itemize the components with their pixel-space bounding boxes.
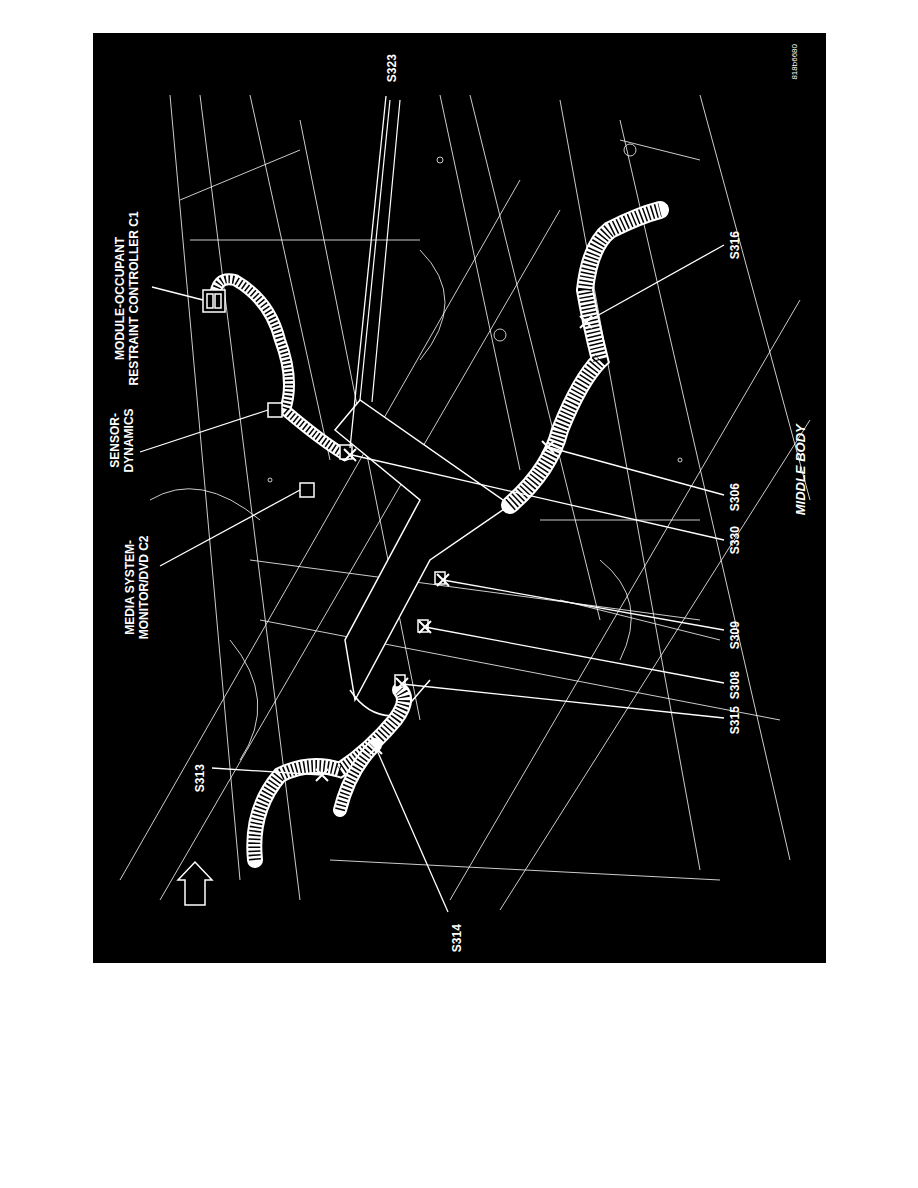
direction-arrow (178, 862, 212, 905)
diagram-caption: MIDDLE BODY (792, 425, 808, 516)
callout-label: MODULE-OCCUPANT RESTRAINT CONTROLLER C1 (113, 208, 142, 388)
wiring-harness (215, 210, 660, 860)
leader-line (140, 96, 724, 912)
floor-tunnel (335, 100, 510, 716)
callout-label: S306 (728, 483, 742, 511)
callout-label: 818b6680 (790, 44, 800, 80)
callout-label: S313 (193, 764, 207, 792)
floor-structure (120, 95, 810, 910)
callout-label: SENSOR- DYNAMICS (108, 400, 137, 480)
callout-label: MEDIA SYSTEM- MONITOR/DVD C2 (123, 525, 152, 650)
connector-symbol (203, 290, 445, 687)
splice-mark (316, 316, 592, 781)
callout-label: S308 (728, 671, 742, 699)
callout-label: S309 (728, 621, 742, 649)
callout-label: S314 (450, 924, 464, 952)
panel-ground (93, 33, 826, 963)
callout-label: S315 (728, 706, 742, 734)
callout-label: S330 (728, 526, 742, 554)
callout-label: S323 (385, 54, 399, 82)
callout-label: S316 (728, 231, 742, 259)
